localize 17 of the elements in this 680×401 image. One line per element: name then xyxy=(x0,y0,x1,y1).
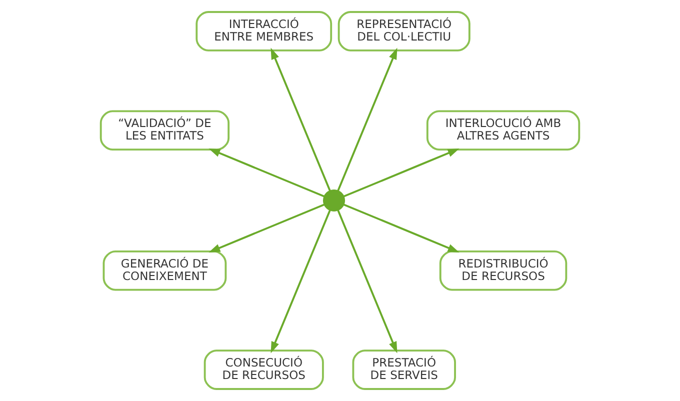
node-box: INTERACCIÓ ENTRE MEMBRES xyxy=(196,11,332,52)
node-box: REDISTRIBUCIÓ DE RECURSOS xyxy=(439,250,568,291)
node-box: “VALIDACIÓ” DE LES ENTITATS xyxy=(100,110,230,151)
arrow xyxy=(337,48,398,192)
node-box: REPRESENTACIÓ DEL COL·LECTIU xyxy=(338,11,470,52)
arrow xyxy=(337,210,398,354)
node-box: CONSECUCIÓ DE RECURSOS xyxy=(204,350,324,390)
arrow xyxy=(208,204,325,252)
arrow xyxy=(270,48,331,192)
arrow xyxy=(208,148,325,198)
arrow xyxy=(343,204,460,252)
node-box: INTERLOCUCIÓ AMB ALTRES AGENTS xyxy=(426,110,580,151)
arrow xyxy=(343,148,460,198)
node-box: GENERACIÓ DE CONEIXEMENT xyxy=(102,250,227,291)
node-circle xyxy=(322,189,346,212)
node-box: PRESTACIÓ DE SERVEIS xyxy=(352,350,456,390)
arrow xyxy=(270,210,331,354)
